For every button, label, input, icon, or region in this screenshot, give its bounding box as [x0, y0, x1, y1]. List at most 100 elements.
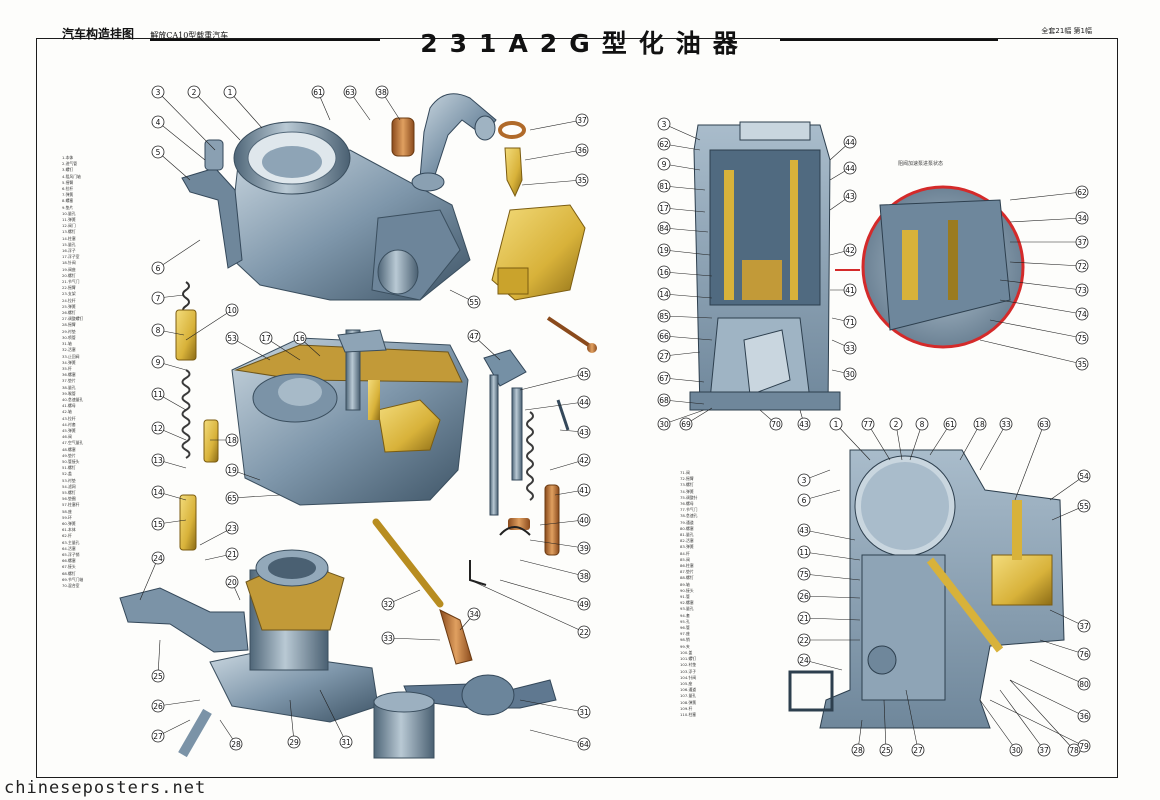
- legend-entry: 109.杆: [680, 705, 693, 711]
- leader-line: [663, 377, 705, 383]
- callout-circle: [1075, 307, 1089, 321]
- legend-entry: 21.节气门: [62, 279, 80, 285]
- callout-top-section: 43: [797, 409, 811, 431]
- legend-entry: 104.针阀: [680, 674, 697, 680]
- callout-top-section: 27: [657, 349, 701, 363]
- legend-entry: 38.量孔: [62, 384, 76, 390]
- legend-entry: 22.摇臂: [62, 285, 76, 291]
- callout-circle: [797, 653, 811, 667]
- leader-line: [663, 399, 705, 405]
- series-subtitle: 解放CA10型载重汽车: [150, 31, 229, 40]
- leader-line: [319, 689, 347, 743]
- callout-circle: [657, 309, 671, 323]
- callout-number: 16: [295, 334, 305, 343]
- legend-entry: 51.螺钉: [62, 465, 76, 471]
- legend-entry: 97.座: [680, 631, 690, 637]
- legend-entry: 49.垫片: [62, 452, 76, 458]
- leader-line: [157, 699, 201, 707]
- callout-number: 55: [1079, 502, 1089, 511]
- callout-number: 19: [227, 466, 237, 475]
- leader-line: [663, 185, 706, 191]
- callout-number: 17: [659, 204, 669, 213]
- sheet-number: 全套21幅 第1幅: [1041, 27, 1092, 35]
- legend-entry: 103.浮子: [680, 668, 697, 674]
- callout-number: 30: [845, 370, 855, 379]
- legend-entry: 108.弹簧: [680, 699, 697, 705]
- callout-bottom-section: 36: [1009, 679, 1091, 723]
- legend-entry: 33.止回阀: [62, 353, 80, 359]
- legend-entry: 92.螺塞: [680, 600, 694, 606]
- callout-top-section: 19: [657, 243, 711, 257]
- legend-entry: 40.怠速量孔: [62, 396, 84, 402]
- callout-circle: [577, 737, 591, 751]
- callout-circle: [797, 523, 811, 537]
- callout-circle: [797, 611, 811, 625]
- leader-line: [529, 119, 583, 131]
- callout-number: 25: [881, 746, 891, 755]
- legend-entry: 18.针阀: [62, 260, 76, 266]
- legend-entry: 37.垫片: [62, 378, 76, 384]
- callout-number: 3: [802, 476, 807, 485]
- callout-number: 44: [845, 138, 855, 147]
- legend-entry: 106.通道: [680, 687, 697, 693]
- callout-circle: [1077, 499, 1091, 513]
- callout-circle: [1075, 211, 1089, 225]
- callout-number: 2: [894, 420, 899, 429]
- callout-top-section: 3: [657, 117, 701, 141]
- leader-line: [539, 519, 585, 526]
- callout-number: 55: [469, 298, 479, 307]
- callout-top-section: 44: [829, 135, 857, 161]
- callout-number: 33: [1001, 420, 1011, 429]
- callout-circle: [467, 607, 481, 621]
- callout-exploded: 1: [223, 85, 263, 129]
- legend-entry: 83.弹簧: [680, 544, 694, 550]
- legend-entry: 39.喉管: [62, 390, 76, 396]
- leader-line: [193, 91, 241, 141]
- legend-entry: 57.柱塞杆: [62, 502, 80, 508]
- leader-line: [999, 689, 1045, 751]
- callout-exploded: 23: [199, 521, 239, 546]
- callout-number: 80: [1079, 680, 1089, 689]
- main-jet-tube: [372, 518, 473, 665]
- callout-number: 27: [153, 732, 163, 741]
- callout-number: 35: [1077, 360, 1087, 369]
- legend-entry: 16.浮子: [62, 248, 76, 254]
- callout-exploded: 25: [151, 639, 165, 683]
- callout-number: 65: [227, 494, 237, 503]
- legend-entry: 73.螺钉: [680, 482, 694, 488]
- callout-number: 6: [802, 496, 807, 505]
- callout-bottom-section: 24: [797, 653, 843, 671]
- callout-circle: [797, 567, 811, 581]
- legend-entry: 2.进气管: [62, 161, 78, 167]
- legend-entry: 91.管: [680, 594, 690, 600]
- leader-line: [979, 699, 1017, 751]
- callout-top-section: 44: [829, 161, 857, 181]
- callout-number: 71: [845, 318, 855, 327]
- legend-entry: 85.阀: [680, 556, 690, 562]
- callout-circle: [225, 491, 239, 505]
- leader-line: [803, 617, 861, 621]
- leader-line: [663, 315, 713, 319]
- callout-bottom-section: 80: [1029, 659, 1091, 691]
- legend-entry: 75.调整针: [680, 494, 698, 500]
- callout-exploded: 10: [185, 303, 239, 341]
- legend-entry: 36.螺塞: [62, 372, 76, 378]
- legend-entry: 95.孔: [680, 618, 690, 624]
- callout-number: 64: [579, 740, 589, 749]
- brass-small-parts: [391, 117, 597, 353]
- legend-entry: 89.轴: [680, 581, 690, 587]
- leader-line: [387, 637, 441, 641]
- callout-number: 43: [799, 526, 809, 535]
- legend-entry: 35.杆: [62, 365, 72, 371]
- legend-entry: 6.拉杆: [62, 186, 74, 192]
- callout-circle: [575, 143, 589, 157]
- callout-circle: [843, 315, 857, 329]
- leader-line: [1009, 261, 1083, 267]
- legend-entry: 68.螺钉: [62, 570, 76, 576]
- callout-circle: [467, 295, 481, 309]
- callout-number: 44: [579, 398, 589, 407]
- callout-top-section: 62: [1009, 185, 1089, 201]
- callout-circle: [151, 323, 165, 337]
- callout-number: 32: [383, 600, 393, 609]
